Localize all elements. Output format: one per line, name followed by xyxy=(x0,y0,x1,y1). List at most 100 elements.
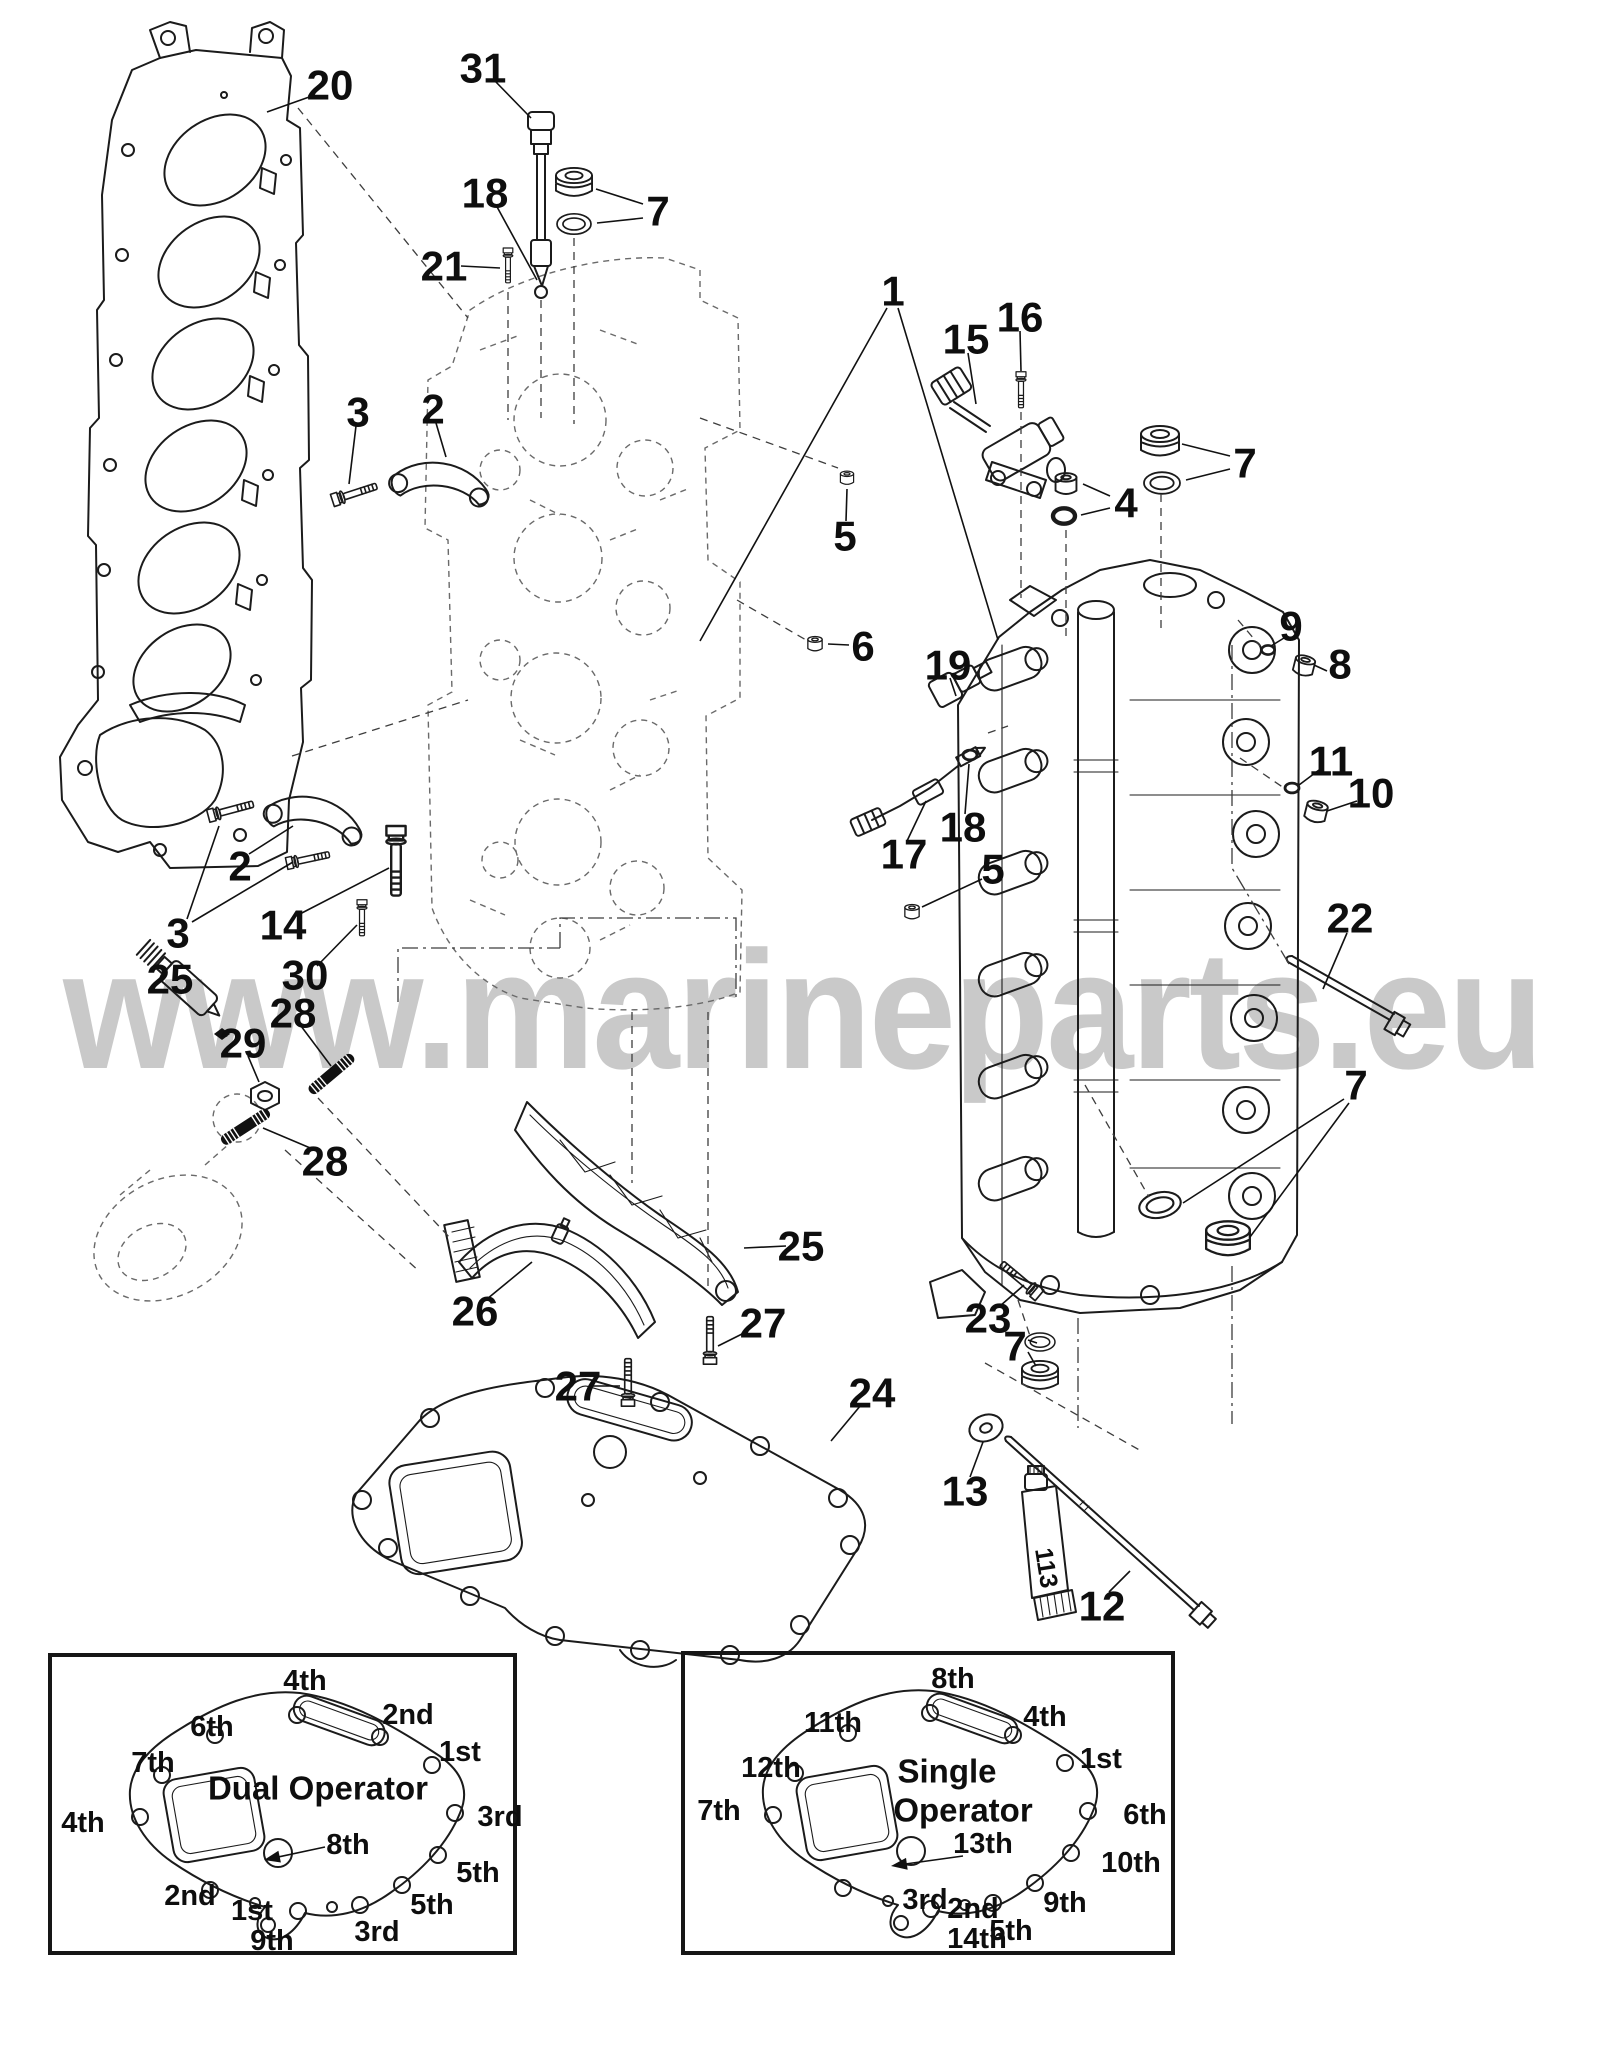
callout-leader-line xyxy=(1249,1102,1350,1238)
sequence-label: 5th xyxy=(410,1889,454,1921)
callout-label: 27 xyxy=(555,1363,602,1410)
sensor-19-drawing xyxy=(927,660,993,708)
bushing-4 xyxy=(1054,472,1078,495)
bolt-3-lower-b xyxy=(284,847,332,871)
stud-28-lower xyxy=(218,1105,273,1148)
callout-leader-line xyxy=(921,878,983,908)
stud-bolt-27-right xyxy=(702,1315,718,1366)
callout-label: 17 xyxy=(881,831,928,878)
box-title: Single xyxy=(897,1753,996,1790)
callout-label: 23 xyxy=(965,1295,1012,1342)
callout-leader-line xyxy=(596,217,644,224)
callout-leader-line xyxy=(1019,330,1022,372)
sequence-label: 4th xyxy=(61,1807,105,1839)
chain-guide-25-drawing xyxy=(514,1101,739,1306)
sequence-label: 14th xyxy=(947,1923,1007,1955)
callout-leader-line xyxy=(999,1284,1025,1307)
callout-leader-line xyxy=(1108,1570,1131,1593)
callout-label: 14 xyxy=(260,902,307,949)
callout-leader-line xyxy=(348,425,357,485)
callout-label: 18 xyxy=(462,170,509,217)
dowel-5-left xyxy=(839,470,855,485)
sequence-label: 4th xyxy=(283,1665,327,1697)
callout-label: 4 xyxy=(1114,480,1138,527)
nut-29-drawing xyxy=(250,1081,280,1111)
callout-leader-line xyxy=(316,924,358,967)
chain-guide-26-drawing xyxy=(443,1217,656,1339)
actuator-15-drawing xyxy=(930,366,1066,499)
callout-leader-line xyxy=(191,861,294,923)
callout-leader-line xyxy=(248,825,294,855)
callout-leader-line xyxy=(830,1404,862,1442)
callout-leader-line xyxy=(186,825,220,920)
seal-cap-7-right xyxy=(1140,425,1180,457)
callout-label: 2 xyxy=(421,386,444,433)
callout-label: 12 xyxy=(1079,1583,1126,1630)
bolt-14 xyxy=(385,824,407,897)
sequence-label: 7th xyxy=(697,1795,741,1827)
bolt-16 xyxy=(1015,371,1027,409)
callout-leader-line xyxy=(1027,1339,1038,1344)
callout-leader-line xyxy=(1082,483,1111,497)
head-gasket-drawing xyxy=(59,21,313,869)
callout-label: 10 xyxy=(1348,770,1395,817)
callout-label: 5 xyxy=(981,846,1004,893)
sequence-arrow-line xyxy=(900,1855,964,1866)
callout-label: 22 xyxy=(1327,895,1374,942)
callout-label: 20 xyxy=(307,62,354,109)
callout-label: 7 xyxy=(646,188,669,235)
sequence-label: 8th xyxy=(931,1663,975,1695)
callout-leader-line xyxy=(827,643,850,646)
callout-label: 8 xyxy=(1328,641,1351,688)
oil-sensor-31-drawing xyxy=(527,111,555,287)
sequence-label: 9th xyxy=(1043,1887,1087,1919)
callout-leader-line xyxy=(1322,932,1348,990)
sequence-label: 9th xyxy=(250,1925,294,1957)
callout-leader-line xyxy=(1326,800,1358,812)
sequence-label: 7th xyxy=(131,1747,175,1779)
callout-label: 24 xyxy=(849,1370,896,1417)
callout-leader-line xyxy=(717,1330,749,1347)
callout-leader-line xyxy=(1080,507,1111,516)
callout-leader-line xyxy=(1181,443,1231,457)
callout-label: 18 xyxy=(940,804,987,851)
seal-ring-7-right xyxy=(1143,471,1181,495)
callout-label: 3 xyxy=(166,910,189,957)
sequence-label: 12th xyxy=(741,1752,801,1784)
sequence-label: 4th xyxy=(1023,1701,1067,1733)
callout-label: 29 xyxy=(220,1020,267,1067)
o-ring-9 xyxy=(1260,644,1276,656)
callout-label: 1 xyxy=(881,268,904,315)
dowel-10 xyxy=(1302,797,1330,826)
construction-lines xyxy=(284,107,1290,1453)
callout-leader-line xyxy=(1298,769,1320,786)
bolt-3-upper xyxy=(329,479,380,508)
sequence-label: 1st xyxy=(231,1895,273,1927)
box-border xyxy=(681,1651,1175,1955)
sequence-label: 2nd xyxy=(164,1880,216,1912)
callout-label: 28 xyxy=(302,1138,349,1185)
callout-label: 27 xyxy=(740,1300,787,1347)
o-ring-18-top xyxy=(534,285,548,299)
callout-leader-line xyxy=(595,188,644,205)
link-bracket-2-lower xyxy=(260,785,369,849)
box-title: Dual Operator xyxy=(208,1770,428,1807)
callout-label: 11 xyxy=(1309,738,1353,785)
seal-ring-7-top xyxy=(556,212,592,236)
callout-label: 113 xyxy=(1029,1546,1063,1590)
sequence-label: 1st xyxy=(1080,1743,1122,1775)
callout-leader-line xyxy=(262,1127,316,1151)
sequence-label: 1st xyxy=(439,1736,481,1768)
callout-label: 25 xyxy=(147,956,194,1003)
seal-ring-7-lower xyxy=(1135,1187,1185,1223)
o-ring-4 xyxy=(1053,508,1075,523)
sequence-label: 5th xyxy=(456,1857,500,1889)
dowel-6 xyxy=(807,635,823,652)
callout-label: 5 xyxy=(833,513,856,560)
bolt-21 xyxy=(502,247,514,284)
sequence-arrow-head xyxy=(891,1857,908,1870)
callout-leader-line xyxy=(1185,468,1231,481)
callout-label: 25 xyxy=(778,1223,825,1270)
